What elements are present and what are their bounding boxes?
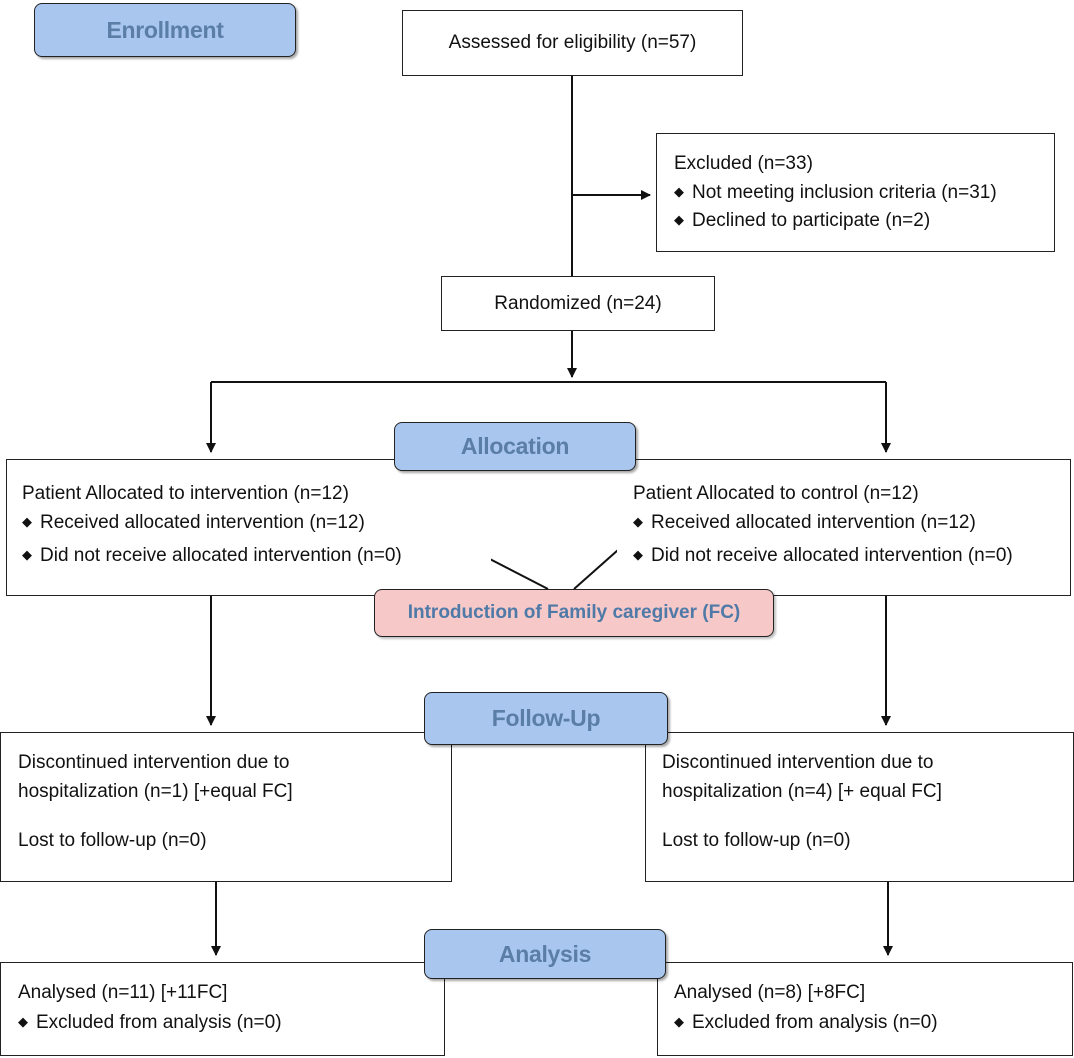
- intervention-allocation-box: Patient Allocated to intervention (n=12)…: [6, 459, 491, 596]
- analysis-right-title: Analysed (n=8) [+8FC]: [674, 982, 866, 1003]
- analysis-left-title: Analysed (n=11) [+11FC]: [18, 982, 228, 1003]
- randomized-text: Randomized (n=24): [494, 292, 662, 314]
- analysis-right-box: Analysed (n=8) [+8FC] ◆ Excluded from ana…: [657, 962, 1073, 1056]
- bullet-icon: ◆: [633, 547, 643, 562]
- control-title: Patient Allocated to control (n=12): [633, 483, 919, 504]
- analysis-right-item-label: Excluded from analysis (n=0): [692, 1012, 938, 1033]
- stage-allocation-label: Allocation: [460, 433, 570, 459]
- intervention-item-label: Received allocated intervention (n=12): [40, 512, 365, 533]
- excluded-title: Excluded (n=33): [674, 153, 813, 174]
- followup-right-line1: Discontinued intervention due to: [662, 752, 934, 773]
- assessed-text: Assessed for eligibility (n=57): [448, 32, 697, 54]
- control-allocation-box: Patient Allocated to control (n=12) ◆ Rec…: [617, 459, 1071, 596]
- excluded-box: Excluded (n=33) ◆ Not meeting inclusion c…: [656, 133, 1055, 252]
- intervention-title: Patient Allocated to intervention (n=12): [22, 483, 349, 504]
- stage-analysis-label: Analysis: [498, 940, 592, 967]
- followup-left-line2: hospitalization (n=1) [+equal FC]: [18, 781, 293, 802]
- bullet-icon: ◆: [674, 184, 684, 199]
- followup-right-line2: hospitalization (n=4) [+ equal FC]: [662, 781, 942, 802]
- bullet-icon: ◆: [674, 1014, 684, 1029]
- assessed-box: Assessed for eligibility (n=57): [402, 10, 743, 76]
- analysis-left-item-label: Excluded from analysis (n=0): [36, 1012, 282, 1033]
- stage-allocation: Allocation: [394, 422, 636, 471]
- control-item: ◆ Did not receive allocated intervention …: [633, 544, 1013, 568]
- excluded-item: ◆ Declined to participate (n=2): [674, 209, 930, 233]
- bullet-icon: ◆: [18, 1014, 28, 1029]
- family-caregiver-label: Introduction of Family caregiver (FC): [407, 602, 741, 623]
- stage-enrollment-label: Enrollment: [106, 16, 224, 43]
- analysis-left-box: Analysed (n=11) [+11FC] ◆ Excluded from a…: [0, 962, 445, 1056]
- intervention-item-label: Did not receive allocated intervention (…: [40, 545, 402, 566]
- bullet-icon: ◆: [22, 547, 32, 562]
- intervention-item: ◆ Did not receive allocated intervention …: [22, 544, 402, 568]
- bullet-icon: ◆: [633, 514, 643, 529]
- bullet-icon: ◆: [22, 514, 32, 529]
- followup-left-line1: Discontinued intervention due to: [18, 752, 290, 773]
- stage-followup: Follow-Up: [424, 692, 668, 745]
- followup-right-box: Discontinued intervention due to hospita…: [645, 732, 1074, 882]
- followup-left-box: Discontinued intervention due to hospita…: [0, 732, 452, 882]
- excluded-item-label: Declined to participate (n=2): [692, 210, 931, 231]
- followup-left-lost: Lost to follow-up (n=0): [18, 830, 207, 851]
- stage-analysis: Analysis: [424, 929, 666, 979]
- analysis-left-item: ◆ Excluded from analysis (n=0): [18, 1011, 282, 1035]
- intervention-item: ◆ Received allocated intervention (n=12): [22, 511, 365, 535]
- control-item: ◆ Received allocated intervention (n=12): [633, 511, 976, 535]
- followup-right-lost: Lost to follow-up (n=0): [662, 830, 851, 851]
- bullet-icon: ◆: [674, 212, 684, 227]
- control-item-label: Did not receive allocated intervention (…: [651, 545, 1013, 566]
- family-caregiver-box: Introduction of Family caregiver (FC): [374, 589, 774, 637]
- excluded-item: ◆ Not meeting inclusion criteria (n=31): [674, 181, 997, 205]
- excluded-item-label: Not meeting inclusion criteria (n=31): [692, 182, 997, 203]
- randomized-box: Randomized (n=24): [441, 276, 715, 331]
- analysis-right-item: ◆ Excluded from analysis (n=0): [674, 1011, 938, 1035]
- stage-enrollment: Enrollment: [34, 3, 296, 57]
- control-item-label: Received allocated intervention (n=12): [651, 512, 976, 533]
- stage-followup-label: Follow-Up: [491, 705, 601, 731]
